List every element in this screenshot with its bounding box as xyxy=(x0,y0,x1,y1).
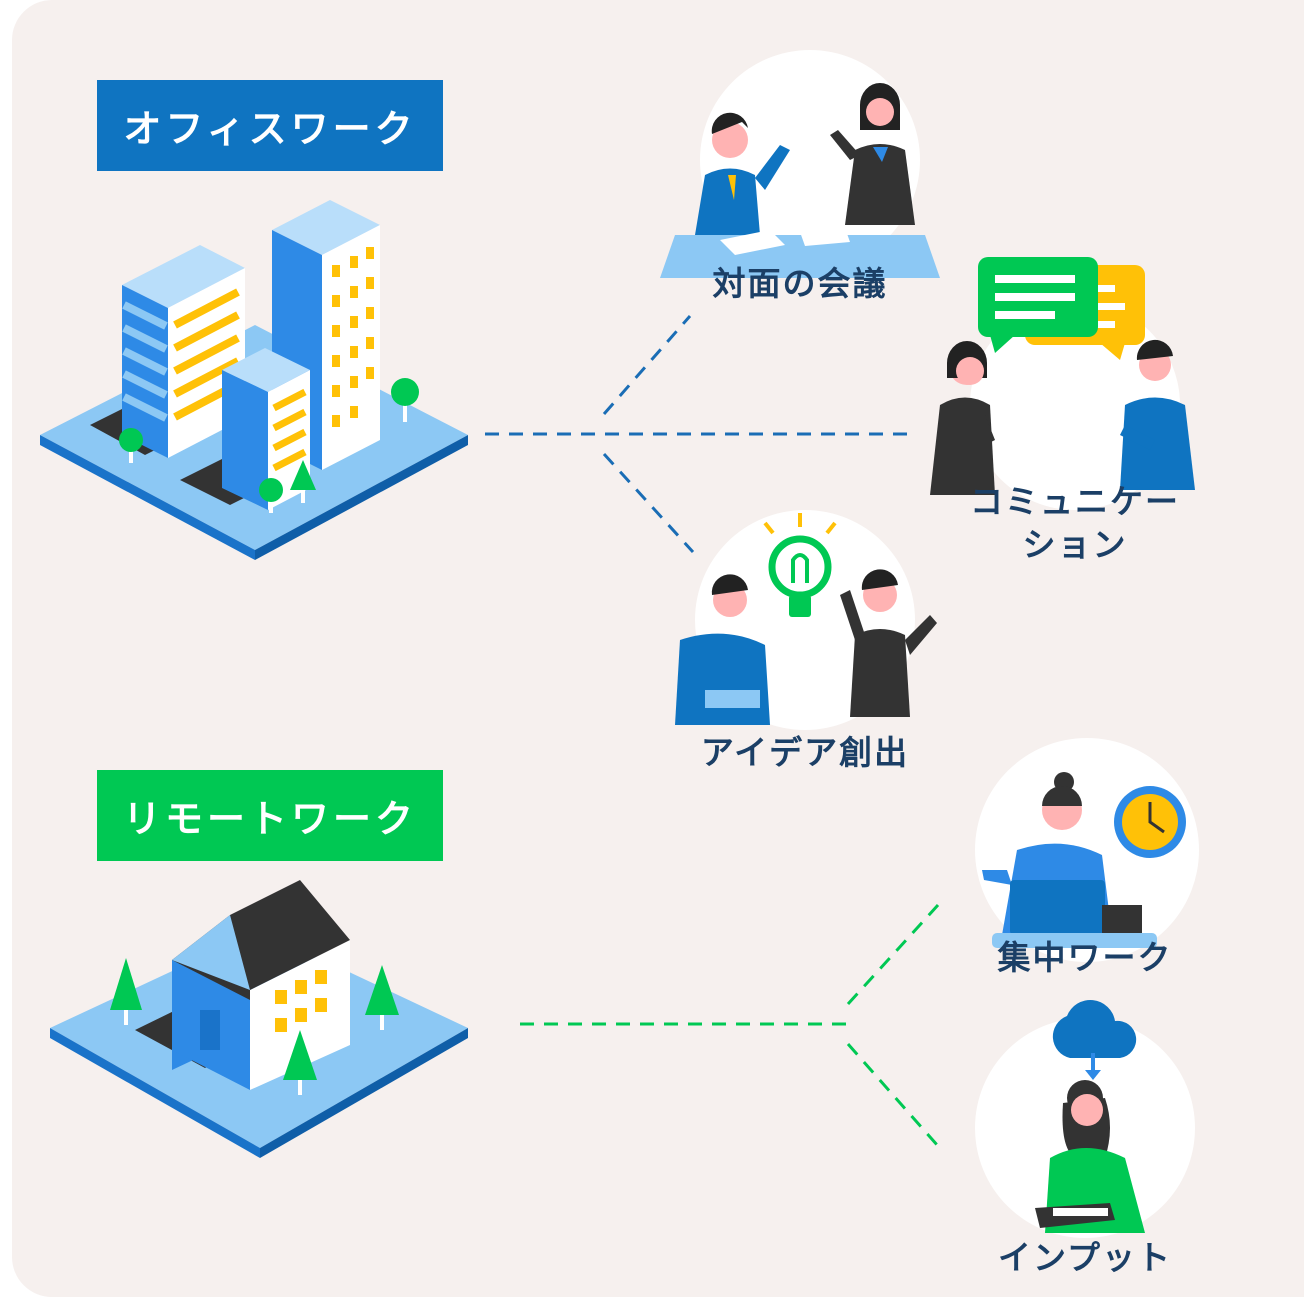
communication-caption: コミュニケーション xyxy=(970,482,1180,564)
input-caption: インプット xyxy=(997,1238,1172,1277)
office-buildings-illustration xyxy=(40,200,468,560)
house-illustration xyxy=(50,880,468,1158)
office-work-label: オフィスワーク xyxy=(97,80,443,171)
idea-caption: アイデア創出 xyxy=(700,733,910,772)
focus-work-caption: 集中ワーク xyxy=(997,938,1173,977)
focus-work-illustration xyxy=(975,738,1199,962)
input-illustration xyxy=(975,1000,1195,1238)
meeting-illustration xyxy=(660,50,940,278)
idea-illustration xyxy=(675,510,937,730)
remote-work-label: リモートワーク xyxy=(97,770,443,861)
communication-illustration xyxy=(930,257,1195,510)
meeting-caption: 対面の会議 xyxy=(712,264,888,303)
